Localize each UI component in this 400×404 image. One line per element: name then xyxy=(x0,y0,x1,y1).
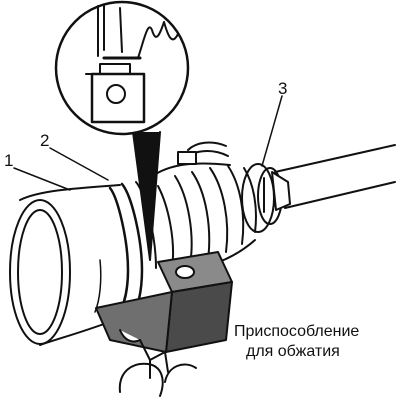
crimp-tool xyxy=(95,251,233,379)
callout-pointer xyxy=(132,131,161,261)
axle-tube xyxy=(9,184,121,346)
leader-lines xyxy=(13,95,283,191)
small-clamp xyxy=(177,141,283,233)
magnifier-detail xyxy=(54,0,190,136)
caption-line-2: для обжатия xyxy=(246,343,340,360)
label-2: 2 xyxy=(40,131,49,150)
label-1: 1 xyxy=(4,151,13,170)
label-3: 3 xyxy=(278,79,287,98)
drive-shaft xyxy=(263,144,396,213)
hand xyxy=(118,362,197,397)
caption-line-1: Приспособление xyxy=(234,323,359,340)
